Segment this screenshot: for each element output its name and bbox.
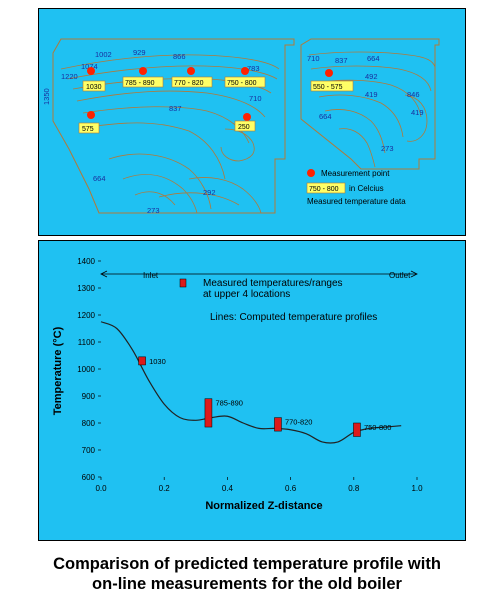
measurement-box-label: 575 xyxy=(82,126,94,133)
y-tick-label: 600 xyxy=(82,473,96,482)
measurement-point xyxy=(243,113,251,121)
y-axis-label: Temperature (°C) xyxy=(52,326,64,415)
contour-label: 292 xyxy=(203,188,216,197)
y-tick-label: 1100 xyxy=(78,338,96,347)
caption-line-2: on-line measurements for the old boiler xyxy=(92,575,402,593)
measurement-point xyxy=(241,67,249,75)
x-tick-label: 0.8 xyxy=(348,484,360,493)
contour-label: 783 xyxy=(247,64,260,73)
x-tick-label: 0.4 xyxy=(222,484,234,493)
measured-range-bar xyxy=(204,398,213,428)
y-tick-label: 1300 xyxy=(77,284,95,293)
measurement-box-label: 550 - 575 xyxy=(313,84,343,91)
contour-label: 1002 xyxy=(95,50,112,59)
measured-range-bar xyxy=(138,356,146,366)
temperature-chart: 600 700 800 900 1000 1100 1200 1300 1400 0.0 0.2 0.… xyxy=(52,257,423,512)
plot-area xyxy=(100,270,418,278)
measurement-box-label: 750 - 800 xyxy=(227,80,257,87)
computed-profile-line xyxy=(100,321,402,444)
contour-label: 1220 xyxy=(61,72,78,81)
caption-line-1: Comparison of predicted temperature prof… xyxy=(53,555,441,573)
legend-range-box xyxy=(306,182,346,194)
x-tick-label: 0.0 xyxy=(95,484,107,493)
legend-range-example: 750 - 800 xyxy=(309,186,339,193)
y-tick-label: 800 xyxy=(82,419,96,428)
chart-panel: 600 700 800 900 1000 1100 1200 1300 1400 0.0 0.2 0.… xyxy=(38,240,466,541)
contour-label: 664 xyxy=(93,174,106,183)
measured-range-bar xyxy=(274,417,282,432)
x-tick-label: 0.2 xyxy=(159,484,171,493)
measurement-markers xyxy=(87,67,333,121)
y-tick-label: 1200 xyxy=(77,311,95,320)
inlet-label: Inlet xyxy=(143,271,159,280)
contour-label: 866 xyxy=(173,52,186,61)
boiler-outline-right xyxy=(300,38,440,170)
contour-label: 929 xyxy=(133,48,146,57)
outlet-label: Outlet xyxy=(389,271,411,280)
measured-range-label: 1030 xyxy=(149,357,166,366)
contour-label: 273 xyxy=(147,206,160,215)
contour-label: 492 xyxy=(365,72,378,81)
contour-label: 664 xyxy=(367,54,380,63)
measurement-point xyxy=(139,67,147,75)
measurement-box-label: 770 - 820 xyxy=(174,80,204,87)
x-axis-label: Normalized Z-distance xyxy=(205,500,322,512)
contour-label: 664 xyxy=(319,112,332,121)
measurement-box-label: 785 - 890 xyxy=(125,80,155,87)
measurement-point xyxy=(87,111,95,119)
axis-ticks: 600 700 800 900 1000 1100 1200 1300 1400 0.0 0.2 0.… xyxy=(77,257,423,493)
legend-lines-label: Lines: Computed temperature profiles xyxy=(210,312,377,323)
contour-label: 837 xyxy=(169,104,182,113)
y-tick-label: 700 xyxy=(82,446,96,455)
contour-diagram-panel: 1002 929 866 1074 1220 1350 783 710 837 … xyxy=(38,8,466,236)
contour-lines-right xyxy=(308,51,436,168)
measurement-boxes: 1030 785 - 890 770 - 820 750 - 800 550 -… xyxy=(78,76,354,134)
measurement-box-label: 1030 xyxy=(86,84,102,91)
legend-range-suffix: in Celcius xyxy=(349,184,384,193)
x-tick-label: 0.6 xyxy=(285,484,297,493)
legend-bar-label-line2: at upper 4 locations xyxy=(203,289,290,300)
y-tick-label: 1000 xyxy=(77,365,95,374)
measurement-box-label: 250 xyxy=(238,124,250,131)
contour-label: 710 xyxy=(307,54,320,63)
contour-labels: 1002 929 866 1074 1220 1350 783 710 837 … xyxy=(42,48,424,215)
contour-label: 1074 xyxy=(81,62,98,71)
legend-bar-label-line1: Measured temperatures/ranges xyxy=(203,278,343,289)
x-tick-label: 1.0 xyxy=(411,484,423,493)
contour-label: 837 xyxy=(335,56,348,65)
y-tick-label: 1400 xyxy=(77,257,95,266)
arrow-right-icon xyxy=(410,270,418,278)
y-tick-label: 900 xyxy=(82,392,96,401)
contour-label: 273 xyxy=(381,144,394,153)
contour-label: 710 xyxy=(249,94,262,103)
contour-label: 846 xyxy=(407,90,420,99)
measured-range-label: 785-890 xyxy=(215,399,243,408)
legend-bar-icon xyxy=(179,278,187,288)
contour-label: 419 xyxy=(365,90,378,99)
chart-marks: 1030 785-890 770-820 750-800 xyxy=(100,321,402,444)
measured-range-bar xyxy=(353,422,361,437)
measurement-point xyxy=(325,69,333,77)
contour-label: 1350 xyxy=(42,88,51,105)
measured-range-label: 750-800 xyxy=(364,423,392,432)
measured-range-label: 770-820 xyxy=(285,418,313,427)
legend-marker-label: Measurement point xyxy=(321,169,390,178)
arrow-left-icon xyxy=(100,270,108,278)
contour-label: 419 xyxy=(411,108,424,117)
diagram-legend: Measurement point 750 - 800 in Celcius M… xyxy=(306,169,406,206)
measurement-point xyxy=(187,67,195,75)
legend-marker-icon xyxy=(307,169,315,177)
contour-diagram: 1002 929 866 1074 1220 1350 783 710 837 … xyxy=(42,38,440,215)
measurement-point xyxy=(87,67,95,75)
boiler-outline-left xyxy=(52,38,295,214)
legend-measured-label: Measured temperature data xyxy=(307,197,406,206)
